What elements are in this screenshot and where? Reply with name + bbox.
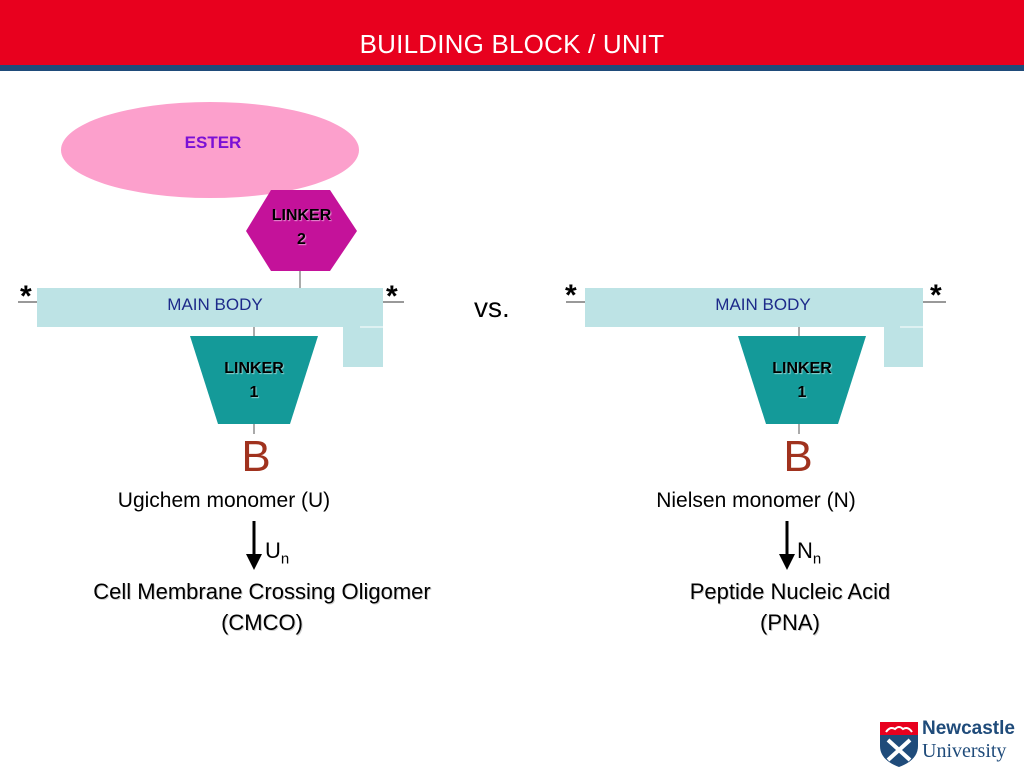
result-right-line1: Peptide Nucleic Acid <box>689 579 891 604</box>
vs-label: vs. <box>474 292 510 323</box>
star-right: * <box>386 280 398 313</box>
linker1-label: LINKER 1 <box>200 357 308 405</box>
logo-line1: Newcastle <box>922 718 1015 739</box>
linker2-label-line1: LINKER <box>271 207 332 224</box>
linker1-trapezoid <box>190 336 318 424</box>
star-left: * <box>20 280 32 313</box>
ester-label: ESTER <box>184 133 242 152</box>
oligomer-symbol-right: Nn <box>797 538 821 567</box>
linker1-label-right-line1: LINKER <box>772 360 832 377</box>
oligomer-symbol: Un <box>265 538 289 567</box>
linker1-trapezoid-right <box>738 336 866 424</box>
main-body-bar <box>37 288 383 327</box>
logo-line2: University <box>922 740 1007 762</box>
newcastle-logo: Newcastle University <box>878 718 1024 768</box>
oligomer-symbol-letter: U <box>265 538 281 563</box>
linker2-hexagon <box>246 190 357 271</box>
arrow-head-right <box>779 554 795 570</box>
ester-ellipse <box>61 102 359 198</box>
arrow-head-left <box>246 554 262 570</box>
main-body-tab <box>343 327 383 367</box>
base-label: B <box>241 432 271 481</box>
oligomer-symbol-sub: n <box>280 550 290 568</box>
main-body-tab-right <box>884 327 923 367</box>
star-right-right: * <box>930 279 942 312</box>
header-bar: BUILDING BLOCK / UNIT <box>0 0 1024 71</box>
main-body-label-right: MAIN BODY <box>715 295 811 314</box>
oligomer-symbol-right-sub: n <box>812 550 822 568</box>
result-label-right: Peptide Nucleic Acid (PNA) <box>630 576 950 638</box>
linker1-label-right-line2: 1 <box>797 384 807 401</box>
linker1-label-right: LINKER 1 <box>748 357 856 405</box>
result-line2: (CMCO) <box>221 610 303 635</box>
linker2-label: LINKER 2 <box>246 204 357 252</box>
base-label-right: B <box>783 432 813 481</box>
linker1-label-line1: LINKER <box>224 360 284 377</box>
slide-title: BUILDING BLOCK / UNIT <box>359 29 665 59</box>
result-right-line2: (PNA) <box>760 610 820 635</box>
linker1-label-line2: 1 <box>249 384 259 401</box>
monomer-caption: Ugichem monomer (U) <box>117 489 331 512</box>
result-label: Cell Membrane Crossing Oligomer (CMCO) <box>40 576 484 638</box>
oligomer-symbol-right-letter: N <box>797 538 813 563</box>
main-body-bar-right <box>585 288 923 327</box>
star-left-right: * <box>565 279 577 312</box>
monomer-caption-right: Nielsen monomer (N) <box>656 489 856 512</box>
result-line1: Cell Membrane Crossing Oligomer <box>93 579 431 604</box>
main-body-label: MAIN BODY <box>167 295 263 314</box>
university-crest-icon <box>880 722 918 767</box>
linker2-label-line2: 2 <box>297 231 306 248</box>
